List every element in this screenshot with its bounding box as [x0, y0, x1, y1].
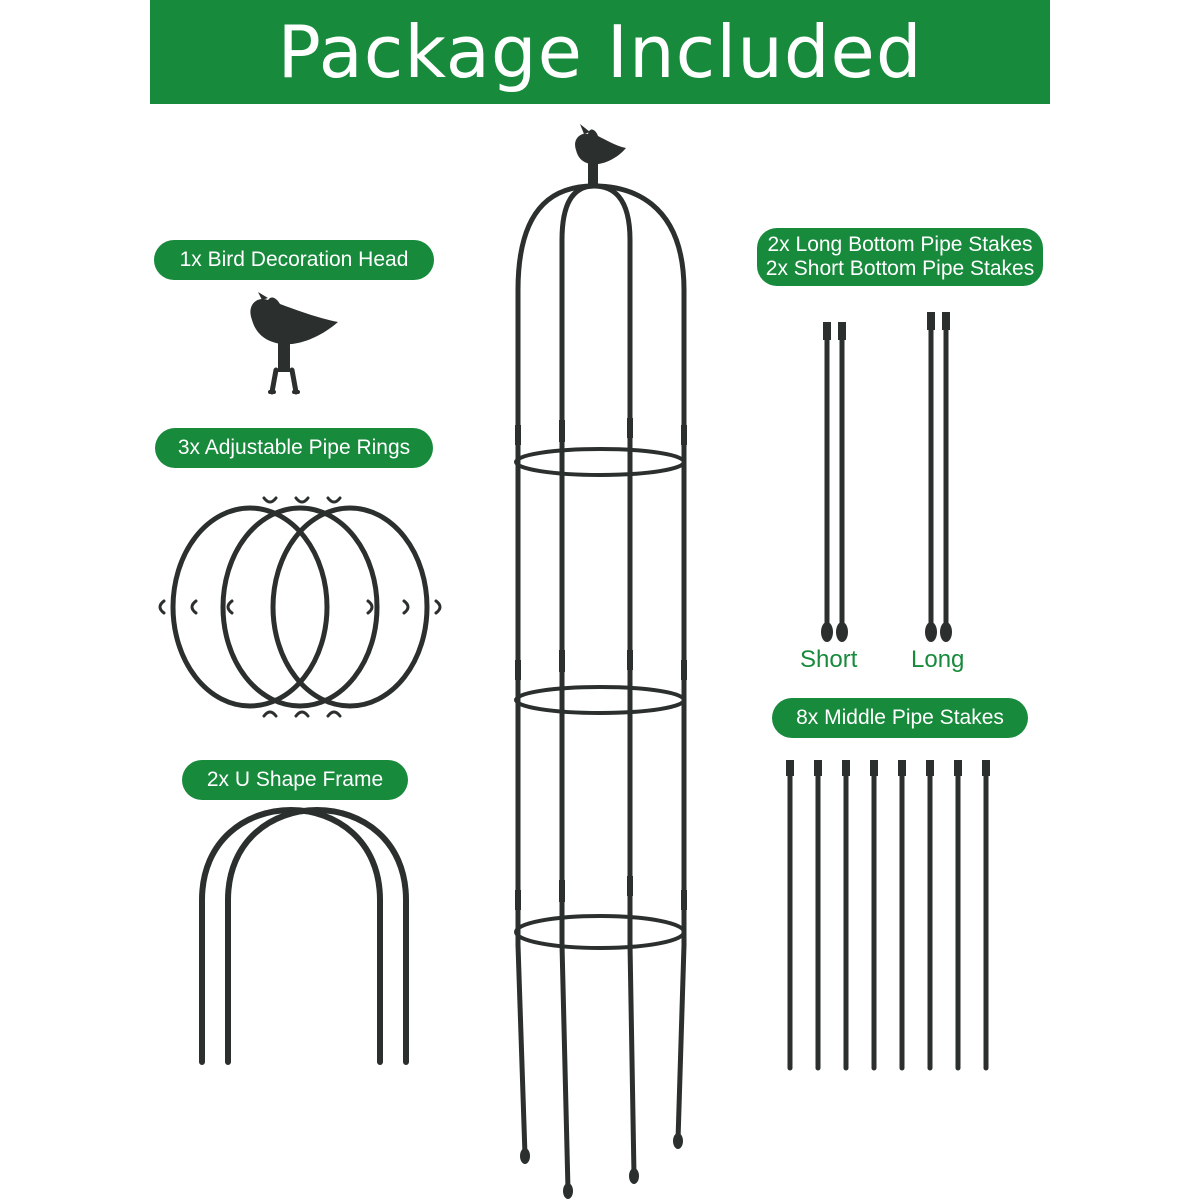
label-u-frame: 2x U Shape Frame [182, 760, 408, 800]
page-title: Package Included [277, 10, 923, 94]
u-shape-frame-icon [199, 807, 409, 1065]
label-bird-head: 1x Bird Decoration Head [154, 240, 434, 280]
label-text: 3x Adjustable Pipe Rings [177, 436, 411, 459]
label-bottom-stakes: 2x Long Bottom Pipe Stakes 2x Short Bott… [757, 228, 1043, 286]
caption-short: Short [800, 646, 858, 673]
label-text: 1x Bird Decoration Head [179, 248, 409, 271]
pipe-rings-icon [158, 496, 442, 718]
label-text-line1: 2x Long Bottom Pipe Stakes [767, 233, 1033, 256]
obelisk-trellis-icon [514, 124, 687, 1199]
bottom-stakes-icon [821, 312, 952, 642]
label-pipe-rings: 3x Adjustable Pipe Rings [155, 428, 433, 468]
label-text: 2x U Shape Frame [206, 768, 384, 791]
header-banner: Package Included [150, 0, 1050, 104]
bird-decoration-icon [250, 292, 338, 395]
label-middle-stakes: 8x Middle Pipe Stakes [772, 698, 1028, 738]
caption-long: Long [911, 646, 965, 673]
label-text-line2: 2x Short Bottom Pipe Stakes [765, 257, 1035, 280]
middle-stakes-icon [786, 760, 990, 1071]
label-text: 8x Middle Pipe Stakes [796, 706, 1004, 729]
